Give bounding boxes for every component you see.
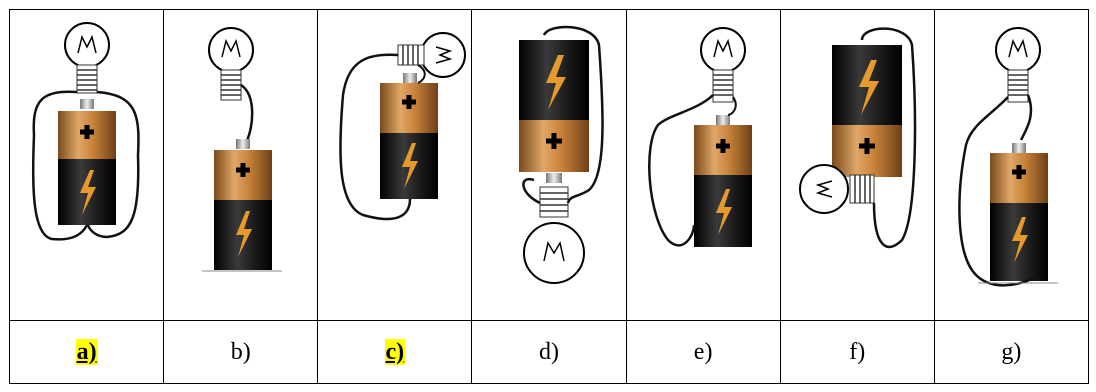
image-row [8,9,1090,321]
circuit-cell-f [779,9,935,321]
label-cell-c: c) [317,320,473,384]
circuit-cell-g [933,9,1090,321]
circuit-cell-d [471,9,627,321]
circuit-g-illustration [958,27,1059,287]
circuit-cell-a [8,9,165,321]
circuit-table: a) b) c) d) e) f) g) [8,9,1090,384]
label-cell-g: g) [933,320,1090,384]
option-label-g: g) [1001,338,1022,365]
label-cell-a: a) [8,320,165,384]
option-label-a: a) [75,338,98,365]
label-cell-e: e) [625,320,781,384]
circuit-c-illustration [339,32,467,221]
option-label-b: b) [230,338,251,365]
circuit-b-illustration [201,27,282,272]
circuit-e-illustration [648,27,753,247]
circuit-cell-e [625,9,781,321]
circuit-a-illustration [31,22,140,241]
label-row: a) b) c) d) e) f) g) [8,320,1090,384]
option-label-e: e) [693,338,713,365]
label-cell-b: b) [163,320,319,384]
circuit-d-illustration [518,25,604,284]
circuit-cell-c [317,9,473,321]
option-label-d: d) [538,338,559,365]
circuit-f-illustration [799,27,917,249]
option-label-f: f) [849,338,866,365]
label-cell-d: d) [471,320,627,384]
option-label-c: c) [384,338,406,365]
label-cell-f: f) [779,320,935,384]
circuit-cell-b [163,9,319,321]
